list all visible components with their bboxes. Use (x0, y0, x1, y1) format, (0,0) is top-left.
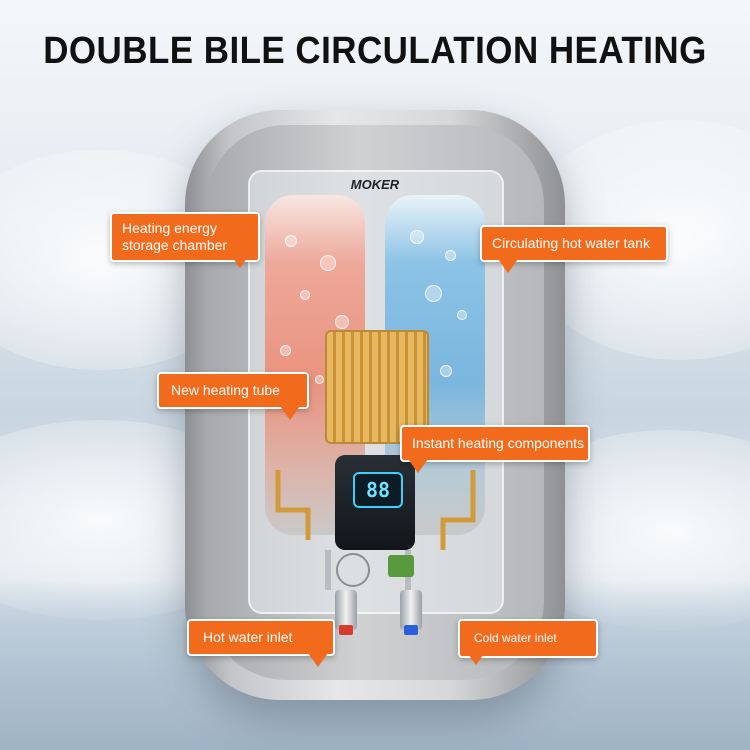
cold-water-valve (400, 590, 422, 630)
callout-text: Instant heating components (412, 435, 585, 451)
bubble (300, 290, 310, 300)
bubble (280, 345, 291, 356)
bubble (315, 375, 324, 384)
callout-pointer (280, 406, 300, 420)
bubble (440, 365, 452, 377)
callout-new-heating-tube: New heating tube (157, 372, 309, 409)
cold-valve-cap (404, 625, 418, 635)
callout-hot-water-inlet: Hot water inlet (187, 619, 335, 656)
callout-pointer (466, 651, 486, 665)
callout-pointer (408, 459, 428, 473)
bubble (285, 235, 297, 247)
hot-valve-cap (339, 625, 353, 635)
bubble (425, 285, 442, 302)
callout-circulating-hot-water-tank: Circulating hot water tank (480, 225, 668, 262)
bubble (410, 230, 424, 244)
callout-pointer (498, 259, 518, 273)
brand-logo: MOKER (350, 177, 400, 192)
callout-pointer (230, 254, 250, 268)
digital-display: 88 (353, 472, 403, 508)
page-title: DOUBLE BILE CIRCULATION HEATING (43, 30, 707, 72)
callout-text: Hot water inlet (203, 629, 293, 645)
callout-text-line2: storage chamber (122, 237, 228, 253)
bubble (335, 315, 349, 329)
callout-text: Circulating hot water tank (492, 235, 650, 251)
callout-text: New heating tube (171, 382, 280, 398)
hot-water-valve (335, 590, 357, 630)
pipework (275, 470, 476, 590)
callout-text: Cold water inlet (474, 631, 557, 645)
callout-text-line1: Heating energy (122, 220, 217, 236)
bubble (445, 250, 456, 261)
bubble (457, 310, 467, 320)
callout-pointer (308, 653, 328, 667)
callout-instant-heating-components: Instant heating components (400, 425, 590, 462)
bubble (320, 255, 336, 271)
callout-heating-energy-storage: Heating energy storage chamber (110, 212, 260, 262)
